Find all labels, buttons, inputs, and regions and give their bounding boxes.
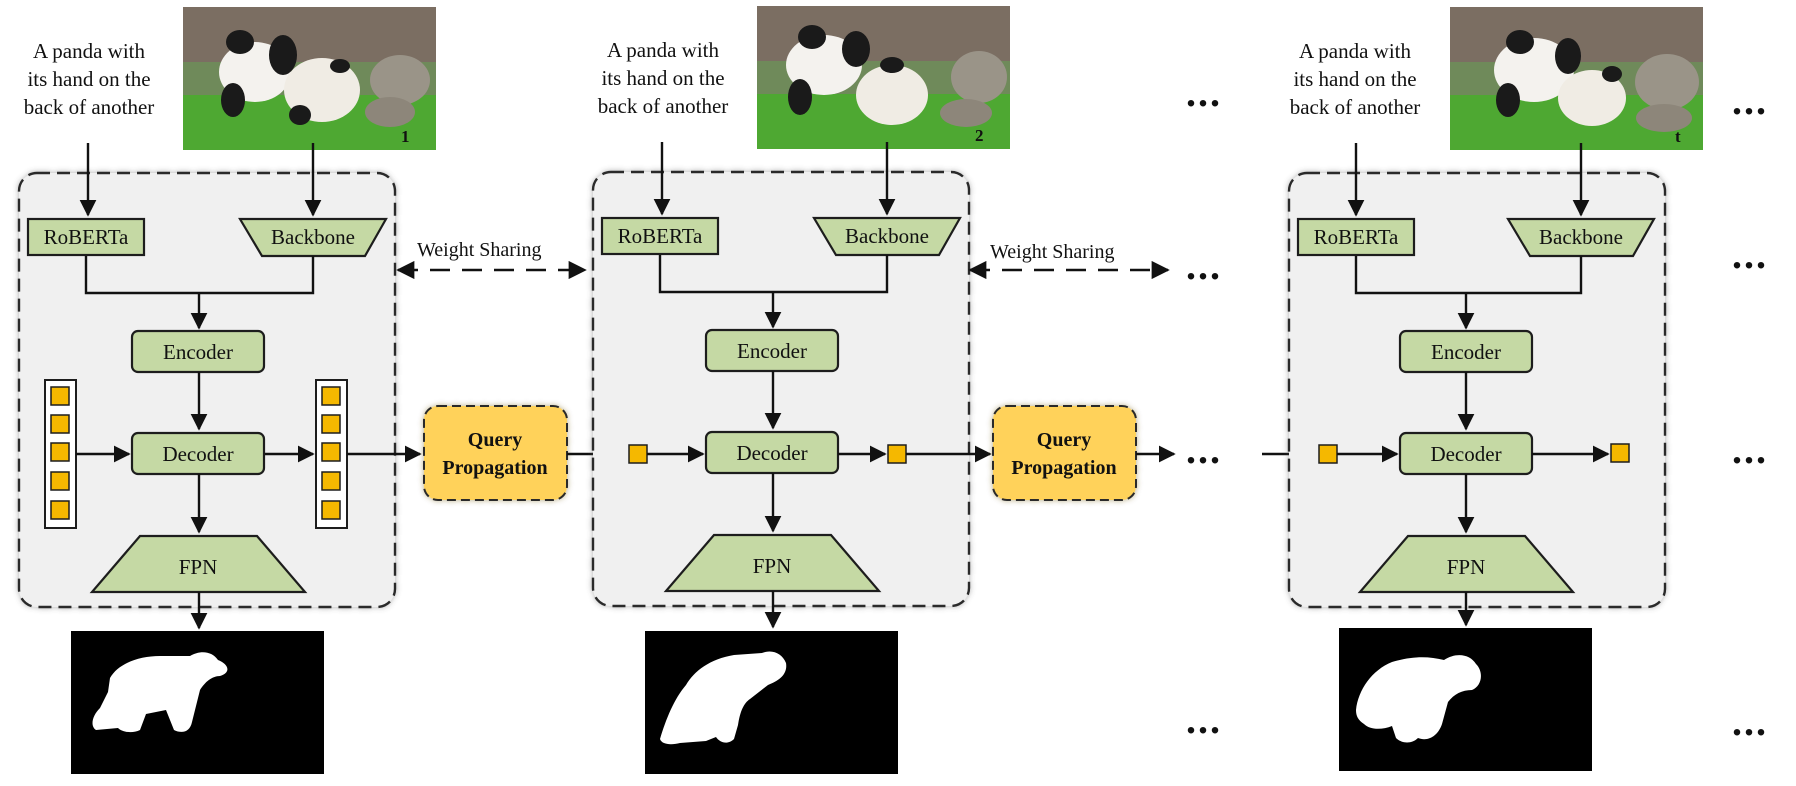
frame-block-1: A panda with its hand on the back of ano…: [17, 7, 436, 774]
text-query-caption: its hand on the: [601, 66, 724, 90]
encoder-label: Encoder: [163, 340, 233, 364]
encoder-label: Encoder: [1431, 340, 1501, 364]
segmentation-mask: [645, 631, 898, 774]
video-frame-image: 1: [183, 7, 436, 150]
query-propagation-label: Propagation: [1011, 457, 1116, 479]
model-block: [17, 171, 397, 609]
decoder-module: Decoder: [130, 431, 266, 476]
propagated-query-token-out: [1610, 443, 1630, 463]
encoder-module: Encoder: [1398, 329, 1534, 374]
ellipsis: ...: [1732, 78, 1768, 123]
text-query-caption: back of another: [24, 95, 155, 119]
query-propagation-module-2: Query Propagation: [992, 405, 1137, 501]
query-propagation-module-1: Query Propagation: [423, 405, 568, 501]
ellipsis: ...: [1186, 697, 1222, 742]
propagated-query-token-in: [1318, 444, 1338, 464]
feature-merge-connector: [1354, 256, 1583, 295]
fpn-module: FPN: [663, 533, 882, 593]
roberta-module: RoBERTa: [1296, 217, 1416, 257]
weight-sharing-link-1: Weight Sharing: [396, 239, 587, 280]
fpn-module: FPN: [1357, 534, 1576, 594]
model-block: [1287, 171, 1667, 609]
backbone-module: Backbone: [1506, 217, 1656, 258]
ellipsis: ...: [1186, 243, 1222, 288]
encoder-label: Encoder: [737, 339, 807, 363]
decoder-module: Decoder: [704, 430, 840, 475]
text-query-caption: back of another: [598, 94, 729, 118]
encoder-module: Encoder: [130, 329, 266, 374]
ellipsis: ...: [1186, 427, 1222, 472]
text-query-caption: its hand on the: [27, 67, 150, 91]
roberta-label: RoBERTa: [1314, 225, 1399, 249]
segmentation-mask: [71, 631, 324, 774]
ellipsis: ...: [1732, 699, 1768, 744]
ellipsis: ...: [1186, 70, 1222, 115]
weight-sharing-link-2: Weight Sharing: [968, 241, 1170, 280]
model-block: [591, 170, 971, 608]
query-propagation-label: Query: [468, 429, 522, 451]
frame-index-label: 1: [401, 127, 410, 146]
query-propagation-label: Propagation: [442, 457, 547, 479]
decoder-label: Decoder: [1430, 442, 1501, 466]
text-query-caption: A panda with: [607, 38, 719, 62]
segmentation-mask: [1339, 628, 1592, 771]
query-propagation-label: Query: [1037, 429, 1091, 451]
video-frame-image: t: [1450, 7, 1703, 150]
roberta-module: RoBERTa: [26, 217, 146, 257]
fpn-label: FPN: [1447, 555, 1486, 579]
backbone-module: Backbone: [812, 216, 962, 257]
video-frame-image: 2: [757, 6, 1010, 149]
decoder-label: Decoder: [736, 441, 807, 465]
text-query-caption: A panda with: [1299, 39, 1411, 63]
decoder-module: Decoder: [1398, 431, 1534, 476]
fpn-label: FPN: [753, 554, 792, 578]
backbone-module: Backbone: [238, 217, 388, 258]
text-query-caption: its hand on the: [1293, 67, 1416, 91]
text-query-caption: A panda with: [33, 39, 145, 63]
weight-sharing-label: Weight Sharing: [990, 241, 1114, 263]
propagated-query-token-in: [628, 444, 648, 464]
fpn-label: FPN: [179, 555, 218, 579]
output-query-tokens: [315, 379, 348, 529]
frame-block-2: A panda with its hand on the back of ano…: [591, 6, 1010, 774]
frame-index-label: t: [1675, 127, 1681, 146]
propagated-query-token-out: [887, 444, 907, 464]
backbone-label: Backbone: [845, 224, 929, 248]
weight-sharing-label: Weight Sharing: [417, 239, 541, 261]
roberta-label: RoBERTa: [44, 225, 129, 249]
ellipsis: ...: [1732, 232, 1768, 277]
backbone-label: Backbone: [271, 225, 355, 249]
roberta-module: RoBERTa: [600, 216, 720, 256]
encoder-module: Encoder: [704, 328, 840, 373]
input-query-tokens: [44, 379, 77, 529]
roberta-label: RoBERTa: [618, 224, 703, 248]
fpn-module: FPN: [89, 534, 308, 594]
frame-index-label: 2: [975, 126, 984, 145]
backbone-label: Backbone: [1539, 225, 1623, 249]
ellipsis: ...: [1732, 427, 1768, 472]
frame-block-t: A panda with its hand on the back of ano…: [1287, 7, 1703, 771]
decoder-label: Decoder: [162, 442, 233, 466]
text-query-caption: back of another: [1290, 95, 1421, 119]
